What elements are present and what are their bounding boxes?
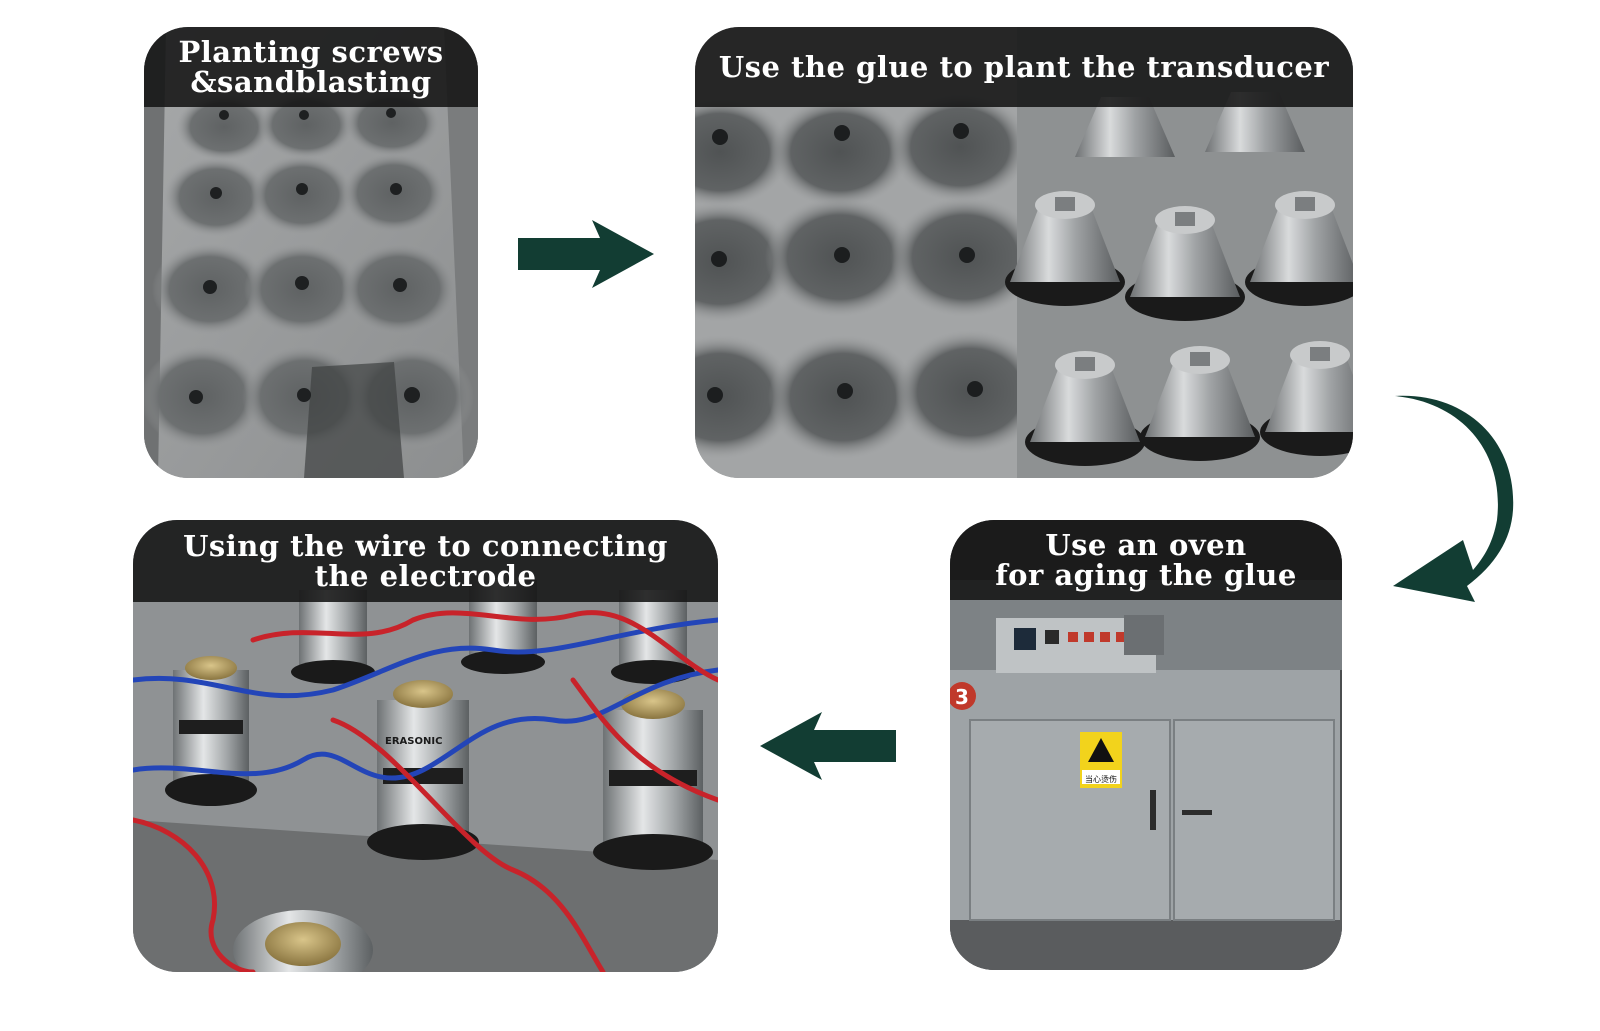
step-1-caption: Planting screws &sandblasting — [144, 27, 478, 107]
warning-label: 当心烫伤 — [1085, 774, 1117, 784]
step-2-caption: Use the glue to plant the transducer — [695, 27, 1353, 107]
step-3-caption-line-2: for aging the glue — [995, 558, 1297, 592]
step-2-panel: Use the glue to plant the transducer — [695, 27, 1353, 478]
transducer-brand-text: ERASONIC — [385, 736, 442, 747]
step-1-panel: Planting screws &sandblasting — [144, 27, 478, 478]
curved-arrow-down-icon — [1393, 395, 1514, 602]
step-4-panel: ERASONIC Using the wire to connecting th… — [133, 520, 718, 972]
arrow-left-icon — [760, 712, 896, 780]
brand-label: ERASONIC — [385, 736, 442, 747]
step-3-caption-line-1: Use an oven — [1045, 528, 1247, 562]
step-number-badge: 3 — [955, 685, 969, 709]
oven-number-label: 3 — [955, 685, 969, 709]
step-3-panel: 3 当心烫伤 Use an oven for aging the glue — [950, 520, 1342, 970]
step-4-caption-line-1: Using the wire to connecting — [183, 529, 668, 563]
step-3-caption: Use an oven for aging the glue — [950, 520, 1342, 600]
step-1-caption-line-1: Planting screws — [178, 35, 444, 69]
step-1-caption-line-2: &sandblasting — [190, 65, 432, 99]
oven-warning-text: 当心烫伤 — [1085, 774, 1117, 784]
arrow-right-icon — [518, 220, 654, 288]
step-4-caption: Using the wire to connecting the electro… — [133, 520, 718, 602]
step-2-caption-line-1: Use the glue to plant the transducer — [718, 50, 1330, 84]
step-4-caption-line-2: the electrode — [314, 559, 537, 593]
